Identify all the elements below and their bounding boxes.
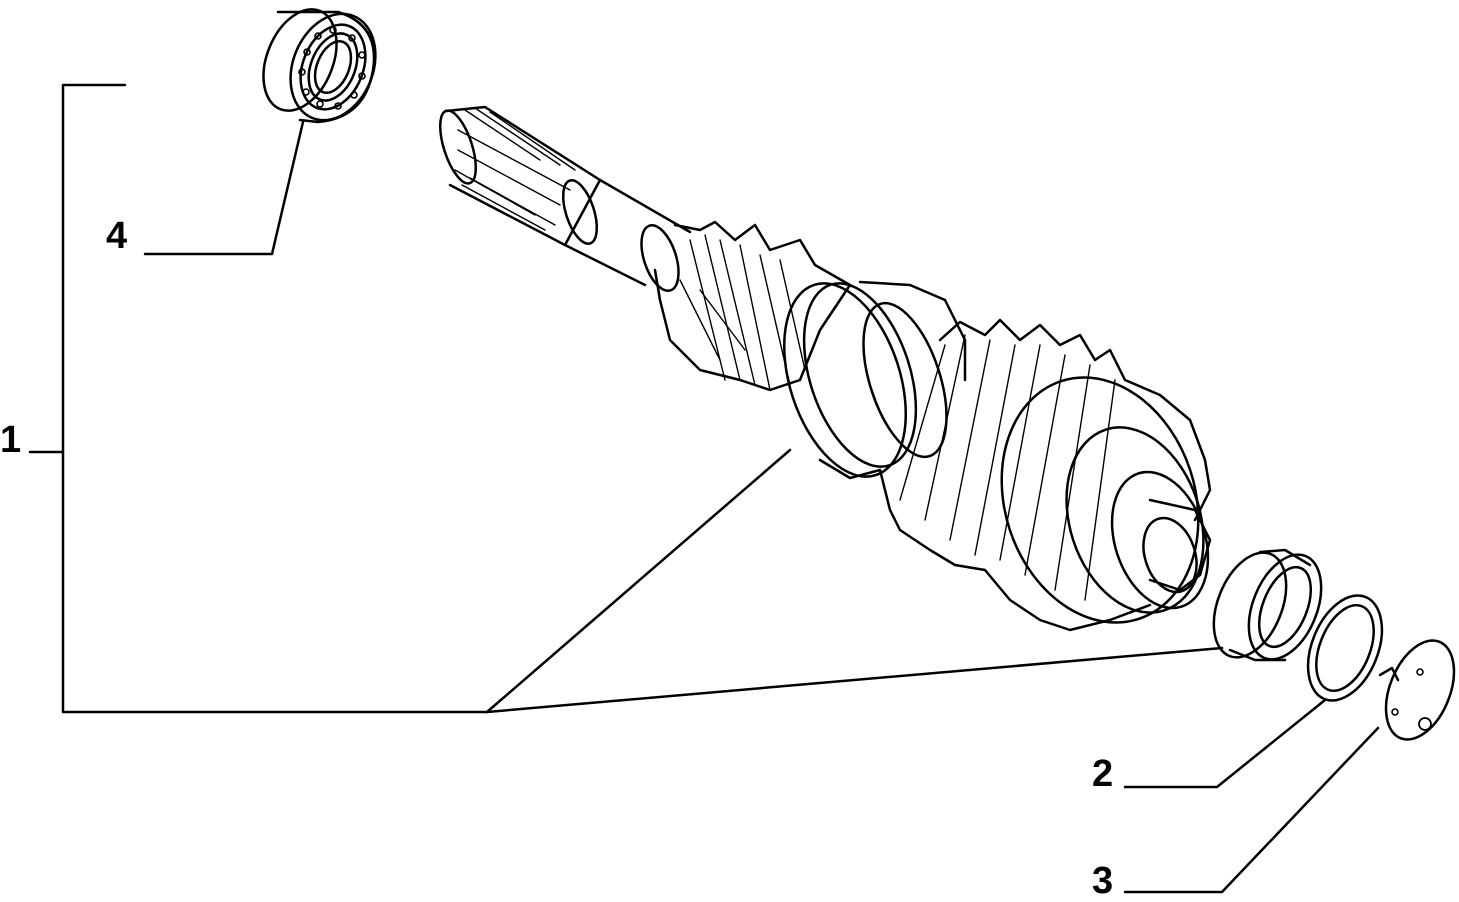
roller-bearing-part	[1212, 548, 1323, 662]
leader-line-2	[1123, 698, 1327, 789]
leader-line-shaft	[485, 448, 792, 714]
leader-line-bearing-right	[485, 646, 1224, 714]
callout-label-3: 3	[1092, 860, 1114, 902]
callout-label-1: 1	[0, 419, 22, 461]
leader-line-4	[143, 120, 305, 256]
assembly-bracket-line	[61, 83, 489, 714]
ball-bearing-part	[262, 8, 377, 124]
callout-label-4: 4	[106, 215, 128, 257]
leader-line-3	[1123, 726, 1380, 894]
gear-shaft-assembly	[438, 105, 1212, 632]
leader-lines	[28, 83, 1380, 894]
cover-plate-part	[1378, 639, 1456, 741]
callout-label-2: 2	[1092, 753, 1114, 795]
seal-ring-part	[1306, 594, 1384, 702]
